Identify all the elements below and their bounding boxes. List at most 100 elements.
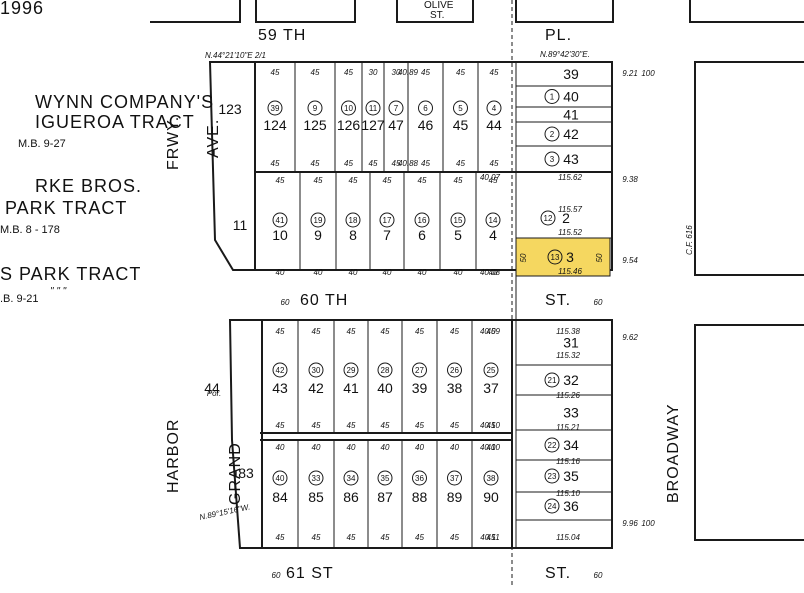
lot-row2-top-dim: 45 xyxy=(383,176,392,185)
top-block-3 xyxy=(515,0,614,23)
lot-east-42-circle xyxy=(544,126,560,142)
lot-row1-125-circle xyxy=(307,100,323,116)
lot-row3-41-circle xyxy=(343,362,359,378)
lot-east-43-circle-number: 3 xyxy=(550,155,555,164)
lot-row4-90-circle-number: 38 xyxy=(487,474,496,483)
lot-row4-87-circle-number: 35 xyxy=(381,474,390,483)
year-label: 1996 xyxy=(0,0,44,18)
lot-row4-86-circle xyxy=(343,470,359,486)
lot-row1-45-circle xyxy=(453,100,468,116)
lot-east-40: 40 xyxy=(563,89,579,105)
lot-row1-126-circle-number: 10 xyxy=(344,104,353,113)
lot-row2-7-circle-number: 17 xyxy=(383,216,392,225)
lot-row1-top-dim: 45 xyxy=(490,68,499,77)
top-right-block xyxy=(689,0,804,23)
lot-row4-top-dim: 40 xyxy=(347,443,356,452)
lot-row2-9-circle xyxy=(310,212,326,228)
lot-row3-38: 38 xyxy=(447,380,463,396)
lot-row3-37: 37 xyxy=(483,380,499,396)
street-harbor: HARBOR xyxy=(165,419,182,493)
east-dim-e8: 115.21 xyxy=(556,423,580,432)
east-dim-e5: 115.38 xyxy=(556,327,580,336)
lot-row4-87-circle xyxy=(377,470,393,486)
lot-row2-bottom-dim: 40 xyxy=(454,268,463,277)
street-ave: AVE. xyxy=(205,119,222,158)
dim-40-08: 40.08 xyxy=(480,268,501,277)
dim-40-10: 40.10 xyxy=(480,421,501,430)
lot-row3-bottom-dim: 45 xyxy=(415,421,424,430)
lot-row2-6-circle xyxy=(414,212,430,228)
lot-row1-44-circle xyxy=(486,100,502,116)
lot-east-low-32-circle-number: 21 xyxy=(548,376,557,385)
lot-3-depth-east: 50 xyxy=(595,253,604,262)
lot-east-low-32-circle xyxy=(544,372,560,388)
lot-row3-top-dim: 45 xyxy=(487,327,496,336)
lot-row3-39: 39 xyxy=(412,380,428,396)
lot-row1-127: 127 xyxy=(361,117,385,133)
dim-115-62: 115.62 xyxy=(558,173,582,182)
dim-40-09: 40.09 xyxy=(480,327,501,336)
lot-row3-41-circle-number: 29 xyxy=(347,366,356,375)
lot-row4-bottom-dim: 45 xyxy=(450,533,459,542)
lot-row3-41: 41 xyxy=(343,380,359,396)
lot-row2-top-dim: 45 xyxy=(418,176,427,185)
lot-row4-bottom-dim: 45 xyxy=(415,533,424,542)
lot-row1-47-circle-number: 7 xyxy=(394,104,399,113)
lot-row1-bottom-dim: 45 xyxy=(421,159,430,168)
lot-row2-10: 10 xyxy=(272,227,288,243)
street-width-60th: 60 xyxy=(281,298,290,307)
lot-row1-127-circle xyxy=(365,100,381,116)
lot-row1-top-dim: 45 xyxy=(311,68,320,77)
lot-row1-46-circle-number: 6 xyxy=(423,104,428,113)
lot-row3-42: 42 xyxy=(308,380,324,396)
street-olive-st: ST. xyxy=(430,10,444,21)
lot-row3-39-circle-number: 27 xyxy=(415,366,424,375)
street-olive: OLIVE xyxy=(424,0,454,11)
lot-row4-85-circle-number: 33 xyxy=(312,474,321,483)
lot-row2-bottom-dim: 40 xyxy=(489,268,498,277)
lot-row4-top-dim: 40 xyxy=(381,443,390,452)
lot-row2-8-circle xyxy=(345,212,361,228)
lot-row4-top-dim: 40 xyxy=(276,443,285,452)
margin-dim-r5: 9.96 xyxy=(622,519,638,528)
lot-row2-5: 5 xyxy=(454,227,462,243)
lot-row3-top-dim: 45 xyxy=(415,327,424,336)
lot-row2-top-dim: 45 xyxy=(454,176,463,185)
lot-row4-top-dim: 40 xyxy=(450,443,459,452)
lot-row1-bottom-dim: 45 xyxy=(369,159,378,168)
lot-row4-89: 89 xyxy=(447,489,463,505)
lot-row4-84: 84 xyxy=(272,489,288,505)
lot-east-mid-2: 2 xyxy=(562,210,570,226)
lot-row1-top-dim: 45 xyxy=(421,68,430,77)
margin-dim-100-bottom: 100 xyxy=(641,519,655,528)
lot-row3-39-circle xyxy=(412,362,427,378)
lot-row1-bottom-dim: 45 xyxy=(311,159,320,168)
lot-123: 123 xyxy=(218,101,242,117)
lot-row4-87: 87 xyxy=(377,489,393,505)
tract-3-ref: .B. 9-21 xyxy=(0,293,39,305)
lot-row1-46: 46 xyxy=(418,117,434,133)
dim-40-11: 40.11 xyxy=(480,533,499,542)
lot-row3-top-dim: 45 xyxy=(276,327,285,336)
lot-labels: 3912445459125454510126454511127304574730… xyxy=(204,66,655,580)
tract-1-ref: M.B. 9-27 xyxy=(18,138,66,150)
lot-row2-8: 8 xyxy=(349,227,357,243)
lot-row2-bottom-dim: 40 xyxy=(383,268,392,277)
lot-row3-42-circle xyxy=(308,362,324,378)
lot-east-mid-3-circle xyxy=(547,249,563,265)
lot-row2-5-circle-number: 15 xyxy=(454,216,463,225)
cf-label: C.F. 616 xyxy=(685,225,694,255)
lot-row3-38-circle xyxy=(447,362,462,378)
street-61st: 61 ST xyxy=(286,565,334,582)
lot-row1-47-circle xyxy=(388,100,404,116)
east-dim-e7: 115.26 xyxy=(556,391,580,400)
lot-east-low-32: 32 xyxy=(563,372,579,388)
lot-row4-84-circle xyxy=(272,470,288,486)
lot-row2-9: 9 xyxy=(314,227,322,243)
tract-3-line1: S PARK TRACT xyxy=(0,264,141,284)
lot-row4-top-dim: 40 xyxy=(487,443,496,452)
lot-east-low-33: 33 xyxy=(563,405,579,421)
lot-east-low-35: 35 xyxy=(563,468,579,484)
lot-east-low-31: 31 xyxy=(563,335,579,351)
margin-dim-r1: 9.21 xyxy=(622,69,638,78)
